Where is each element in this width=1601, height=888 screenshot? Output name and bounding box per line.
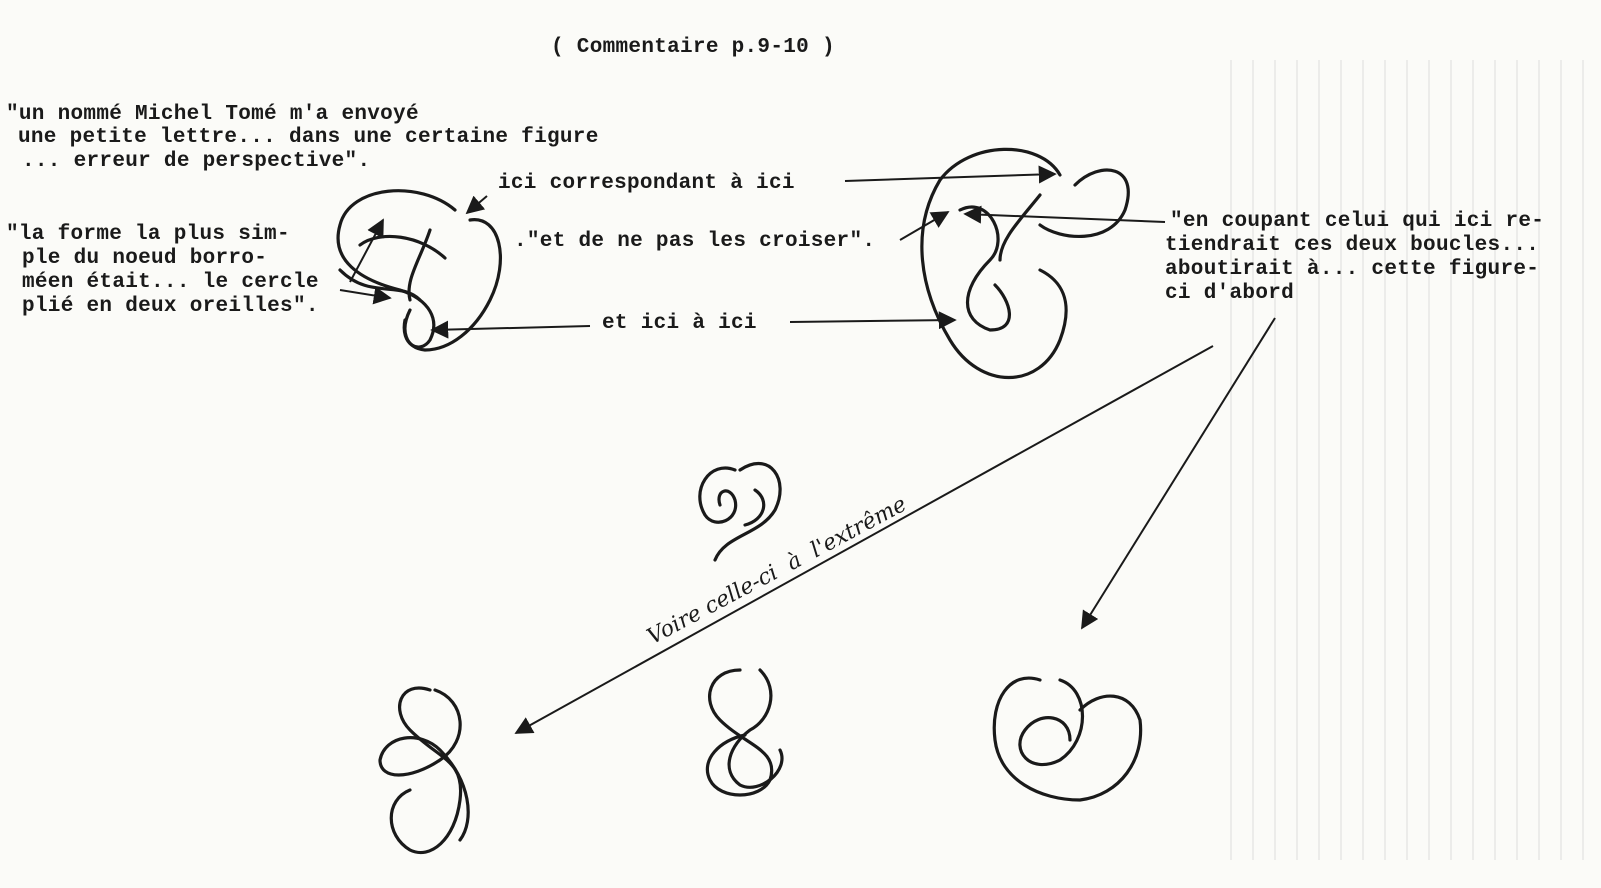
arrow-icon [899,211,950,241]
quote-line: une petite lettre... dans une certaine f… [18,126,599,149]
quote-line: ple du noeud borro- [22,247,268,270]
arrow-icon [789,311,957,330]
quote-line: méen était... le cercle [22,271,319,294]
arrow-icon [844,165,1057,184]
knot-figure-6 [992,676,1143,802]
arrow-icon [1081,317,1276,630]
arrow-icon [339,286,392,305]
arrow-icon [430,320,591,339]
arrow-icon [963,205,1166,224]
annotation-ne-pas-croiser: ."et de ne pas les croiser". [514,230,876,253]
quote-line: plié en deux oreilles". [22,295,319,318]
knot-figure-5 [705,668,784,797]
knot-figure-3 [698,462,782,562]
arrow-icon [349,218,384,283]
quote-line: ci d'abord [1165,282,1295,305]
annotation-ici-correspondant: ici correspondant à ici [498,172,795,195]
quote-line: tiendrait ces deux boucles... [1165,234,1540,257]
annotation-et-ici: et ici à ici [602,312,757,335]
knot-figure-4 [378,686,470,855]
knot-figure-1 [336,189,502,352]
quote-line: aboutirait à... cette figure- [1165,258,1540,281]
arrow-icon [514,345,1214,734]
quote-line: ... erreur de perspective". [22,150,371,173]
arrow-icon [465,195,488,215]
quote-line: "la forme la plus sim- [6,223,290,246]
quote-line: "un nommé Michel Tomé m'a envoyé [6,103,419,126]
page-title: ( Commentaire p.9-10 ) [551,36,835,59]
knot-figure-2 [920,147,1130,380]
arrows [339,165,1276,734]
quote-line: "en coupant celui qui ici re- [1170,210,1545,233]
bleed-through-text [1230,60,1590,860]
